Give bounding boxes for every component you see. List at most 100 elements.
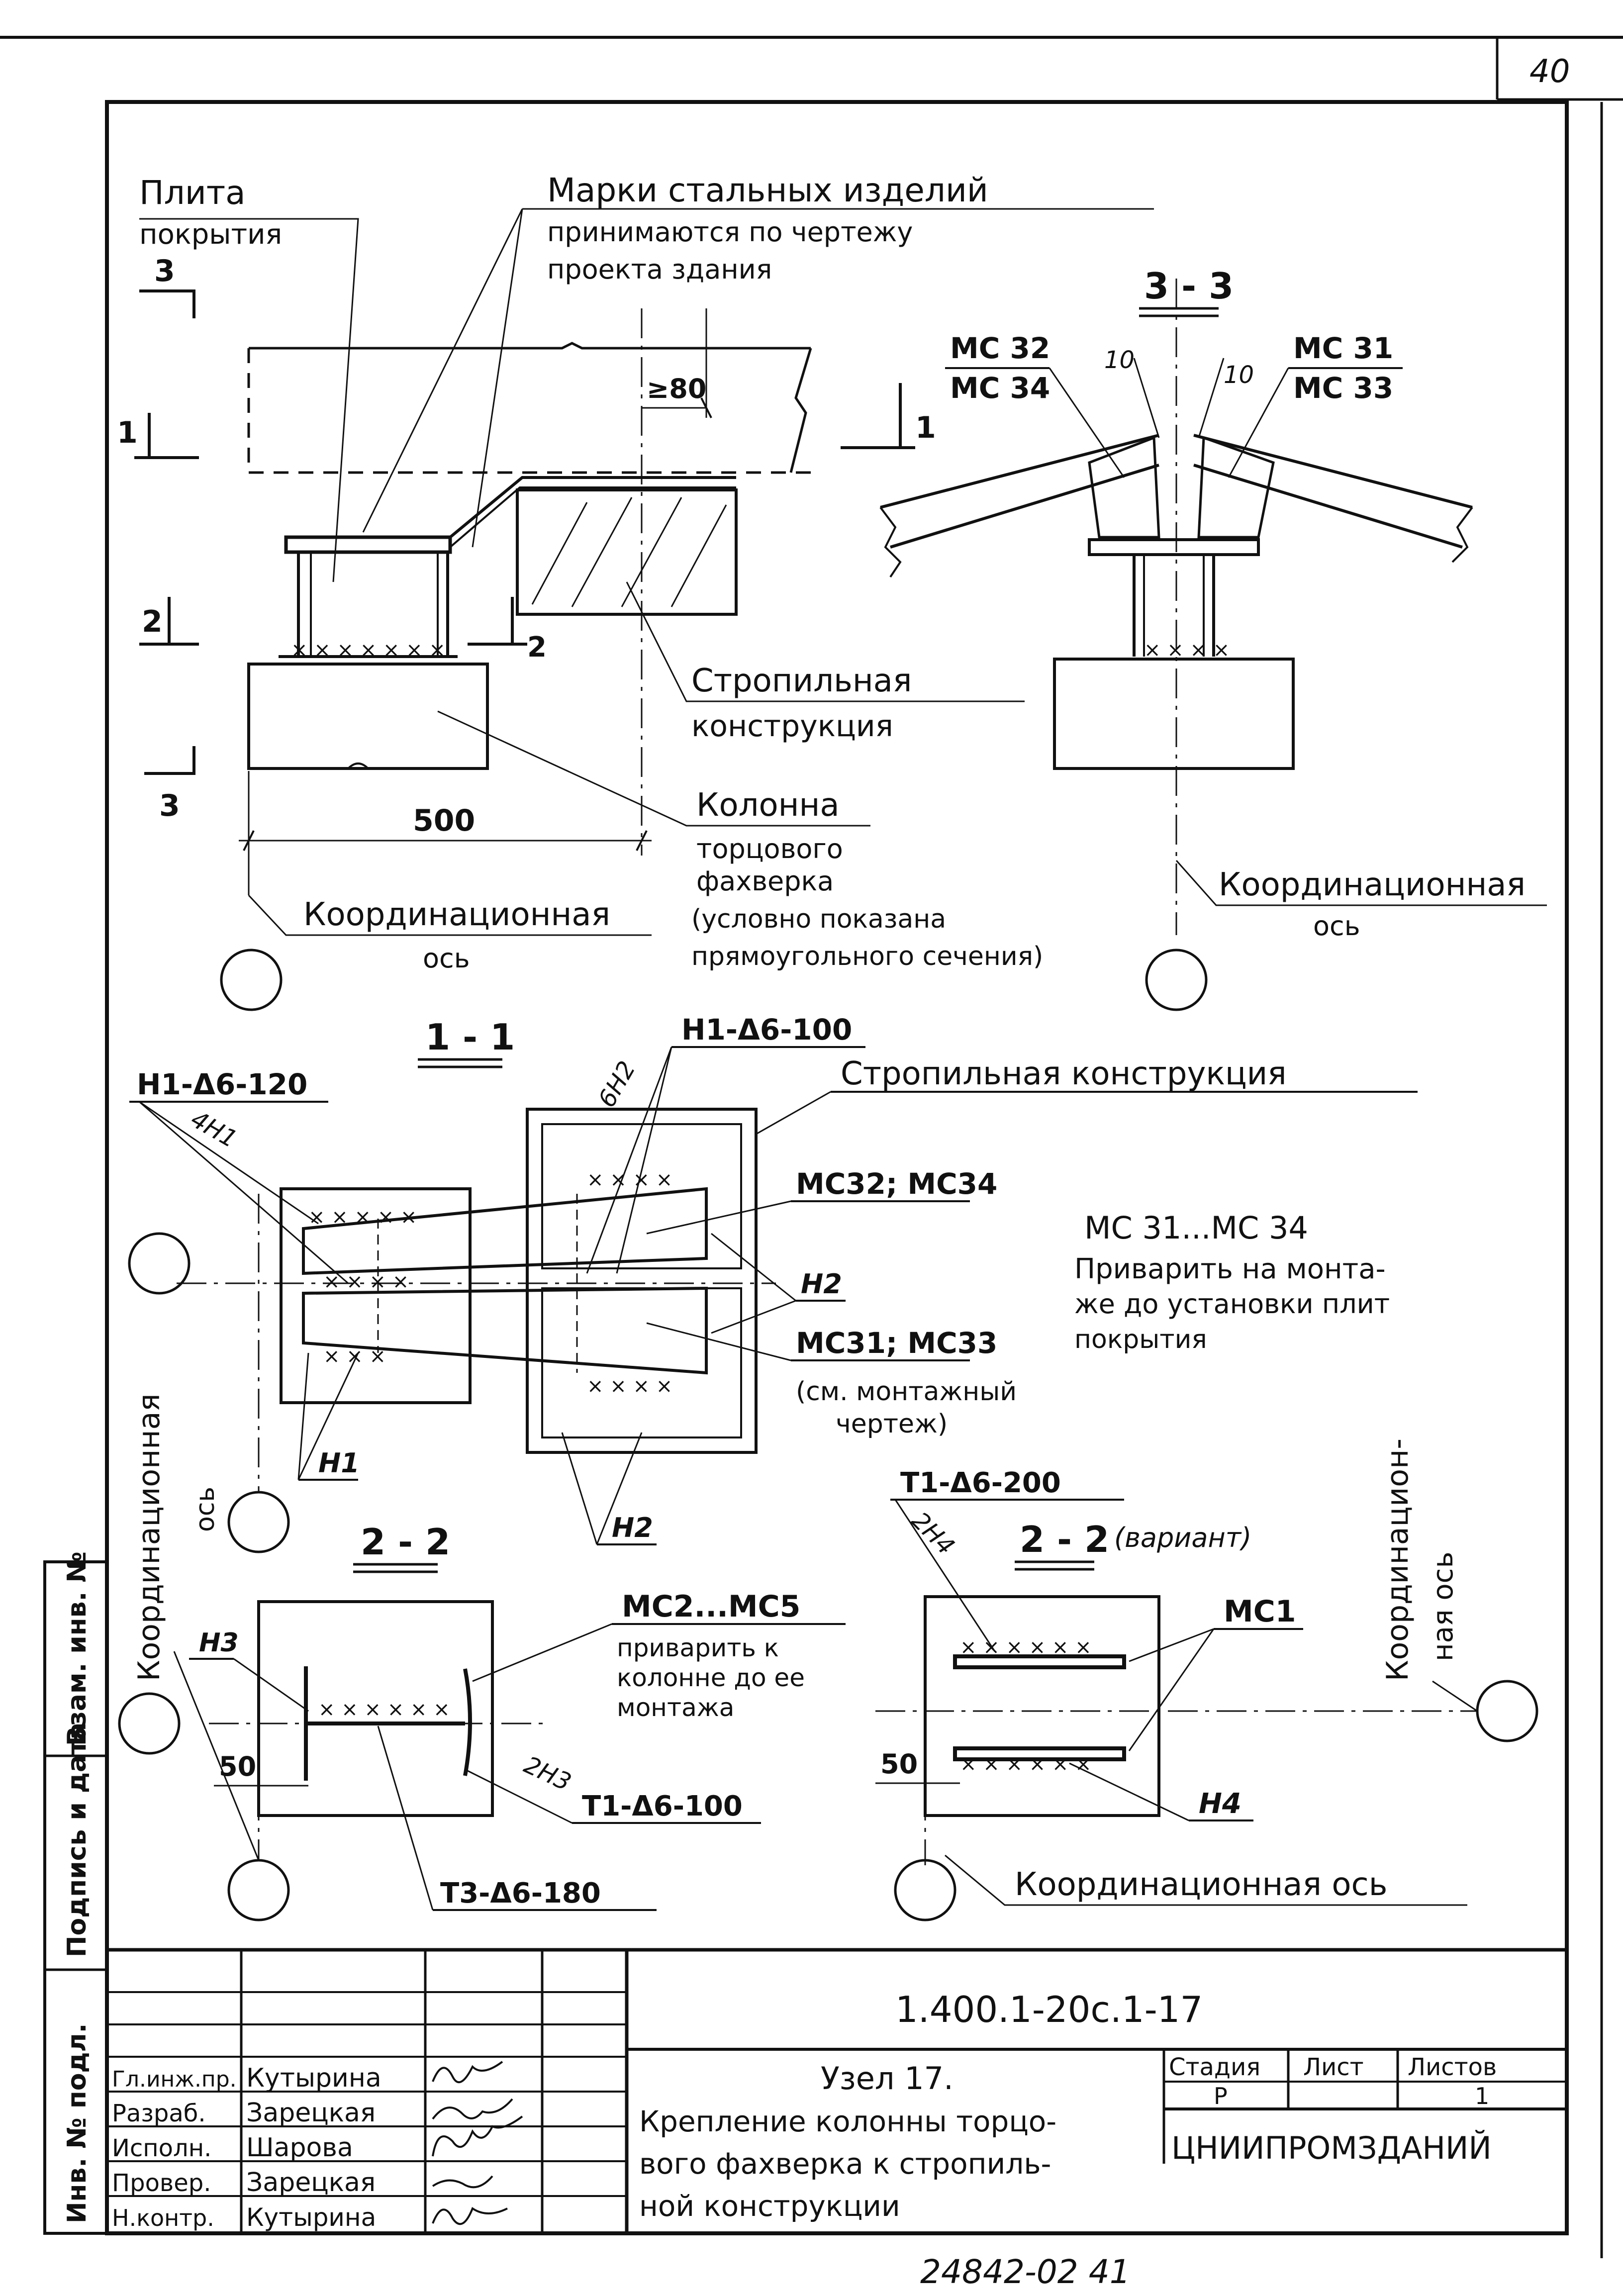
footer-number: 24842-02 41 — [920, 2253, 1131, 2291]
mark-mc32-34: МС32; МС34 — [796, 1167, 997, 1201]
title-line-4: ной конструкции — [639, 2189, 900, 2223]
mark-n2: Н2 — [801, 1268, 842, 1300]
note-coord-axis-1: Координационная — [303, 896, 610, 933]
main-elevation-view: × × × × × × × ≥80 500 3 1 2 2 3 П — [117, 171, 1154, 1011]
note-plita-1: Плита — [139, 174, 246, 212]
dim-10-left: 10 — [1104, 346, 1135, 374]
signature-3 — [432, 2115, 523, 2157]
sheets-label: Листов — [1408, 2053, 1497, 2081]
note-kolonna-4: (условно показана — [691, 904, 946, 934]
note-mc2-4: монтажа — [617, 1693, 734, 1722]
title-line-1: Узел 17. — [821, 2060, 954, 2097]
note-coord-vertical-left-2: ось — [191, 1487, 220, 1532]
mark-t1-6-200: Т1-Δ6-200 — [900, 1467, 1061, 1499]
note-kolonna-1: Колонна — [696, 787, 840, 824]
mark-n1-6-100: Н1-Δ6-100 — [681, 1013, 852, 1047]
note-coord-axis-right-1: Координационная — [1219, 866, 1526, 903]
mark-mc32: МС 32 — [950, 331, 1050, 365]
stage-value: Р — [1214, 2083, 1228, 2109]
mark-2n4: 2Н4 — [906, 1507, 960, 1560]
mark-2n3: 2Н3 — [520, 1751, 575, 1797]
role-ispoln: Исполн. — [112, 2134, 211, 2162]
note-marki-1: Марки стальных изделий — [547, 171, 988, 209]
cut-mark-3-top: 3 — [154, 254, 175, 288]
section-2-2-variant-view: 2 - 2 (вариант) × × × × × × × × × × × × … — [875, 1467, 1538, 1921]
title-line-3: вого фахверка к стропиль- — [639, 2147, 1051, 2181]
cut-mark-1-right: 1 — [915, 410, 936, 445]
dim-50-right: 50 — [880, 1748, 918, 1780]
note-plita-2: покрытия — [139, 218, 282, 251]
note-mc2-2: приварить к — [617, 1633, 779, 1662]
mark-mc31: МС 31 — [1293, 331, 1393, 365]
note-kolonna-3: фахверка — [696, 865, 834, 897]
sheet-frame — [0, 36, 1623, 2258]
note-coord-vertical-right-1: Координацион- — [1380, 1438, 1415, 1681]
note-coord-axis-bottom: Координационная ось — [1015, 1866, 1387, 1903]
weld-marks-11-d: × × × — [323, 1345, 386, 1368]
dim-10-right: 10 — [1224, 361, 1254, 389]
section-2-2-view: 2 - 2 × × × × × × Н3 МС2...МС5 приварить… — [118, 1521, 846, 1921]
signature-4 — [432, 2175, 493, 2189]
signatures — [432, 2061, 523, 2225]
note-kolonna-5: прямоугольного сечения) — [691, 942, 1043, 971]
role-n-kontr: Н.контр. — [112, 2204, 214, 2231]
mark-t1-6-100: Т1-Δ6-100 — [582, 1790, 743, 1822]
name-ispoln: Шарова — [246, 2133, 353, 2163]
section-label-1-1: 1 - 1 — [425, 1016, 515, 1058]
note-stropilnaya-2: конструкция — [691, 709, 893, 744]
side-stamp-inv-podl: Инв. № подл. — [62, 2023, 92, 2223]
name-razrab: Зарецкая — [246, 2098, 376, 2128]
title-line-2: Крепление колонны торцо- — [639, 2105, 1056, 2138]
section-label-2-2: 2 - 2 — [361, 1521, 450, 1563]
mark-4n1: 4Н1 — [186, 1105, 242, 1153]
section-label-2-2-variant-note: (вариант) — [1114, 1522, 1251, 1553]
cut-mark-1: 1 — [117, 415, 138, 450]
sheets-value: 1 — [1475, 2083, 1489, 2109]
role-razrab: Разраб. — [112, 2100, 206, 2127]
mark-n4b: Н4 — [1199, 1788, 1241, 1820]
note-mc2-3: колонне до ее — [617, 1663, 805, 1692]
name-gl-inzh: Кутырина — [246, 2063, 382, 2093]
note-see-mount-2: чертеж) — [836, 1409, 948, 1439]
note-marki-2: принимаются по чертежу — [547, 216, 913, 248]
mark-mc34: МС 34 — [950, 371, 1050, 405]
note-kolonna-2: торцового — [696, 833, 843, 864]
stage-label: Стадия — [1169, 2053, 1260, 2081]
note-coord-axis-2: ось — [423, 943, 470, 974]
section-label-3-3: 3 - 3 — [1144, 265, 1234, 307]
title-block — [107, 1948, 1567, 2233]
note-see-mount-1: (см. монтажный — [796, 1377, 1017, 1407]
note-coord-vertical-left: Координационная — [132, 1394, 167, 1681]
note-marki-3: проекта здания — [547, 254, 772, 285]
signature-2 — [432, 2098, 513, 2120]
section-3-3-view: 3 - 3 × × × × 1 МС 32 МС 34 МС 31 МС 33 … — [841, 265, 1547, 1011]
mark-mc31-33: МС31; МС33 — [796, 1326, 997, 1360]
section-1-1-view: 1 - 1 × × × × × × × × × × × × × × × × × … — [128, 1013, 1418, 1553]
note-stropilnaya-1: Стропильная — [691, 663, 912, 699]
note-mc31-34-4: покрытия — [1074, 1325, 1207, 1354]
dim-500: 500 — [413, 803, 475, 838]
organization: ЦНИИПРОМЗДАНИЙ — [1171, 2130, 1492, 2166]
weld-marks-22v-a: × × × × × × — [960, 1636, 1092, 1659]
weld-marks-11-a: × × × × × — [308, 1206, 417, 1229]
note-mc31-34-1: МС 31...МС 34 — [1084, 1210, 1308, 1246]
mark-mc33: МС 33 — [1293, 371, 1393, 405]
cut-mark-2-right: 2 — [527, 631, 547, 664]
weld-marks-22: × × × × × × — [318, 1698, 450, 1721]
mark-n3: Н3 — [199, 1628, 239, 1658]
weld-marks-base: × × × × × × × — [291, 639, 446, 662]
weld-marks-11-b: × × × × — [587, 1168, 672, 1191]
mark-t3-6-180: Т3-Δ6-180 — [440, 1877, 601, 1910]
note-mc31-34-3: же до установки плит — [1074, 1288, 1390, 1320]
role-gl-inzh: Гл.инж.пр. — [112, 2067, 237, 2092]
dim-ge80: ≥80 — [647, 373, 706, 404]
side-stamp-vzam-inv: Взам. инв. № — [62, 1551, 92, 1746]
mark-mc2-mc5: МС2...МС5 — [622, 1589, 800, 1624]
weld-marks-11-e: × × × × — [587, 1375, 672, 1398]
mark-n2b: Н2 — [612, 1512, 653, 1543]
side-stamp: Взам. инв. № Подпись и дата Инв. № подл. — [43, 1551, 108, 2235]
signature-1 — [432, 2061, 503, 2084]
note-coord-vertical-right-2: ная ось — [1427, 1552, 1459, 1661]
note-stropilnaya-konstrukciya: Стропильная конструкция — [841, 1055, 1287, 1092]
